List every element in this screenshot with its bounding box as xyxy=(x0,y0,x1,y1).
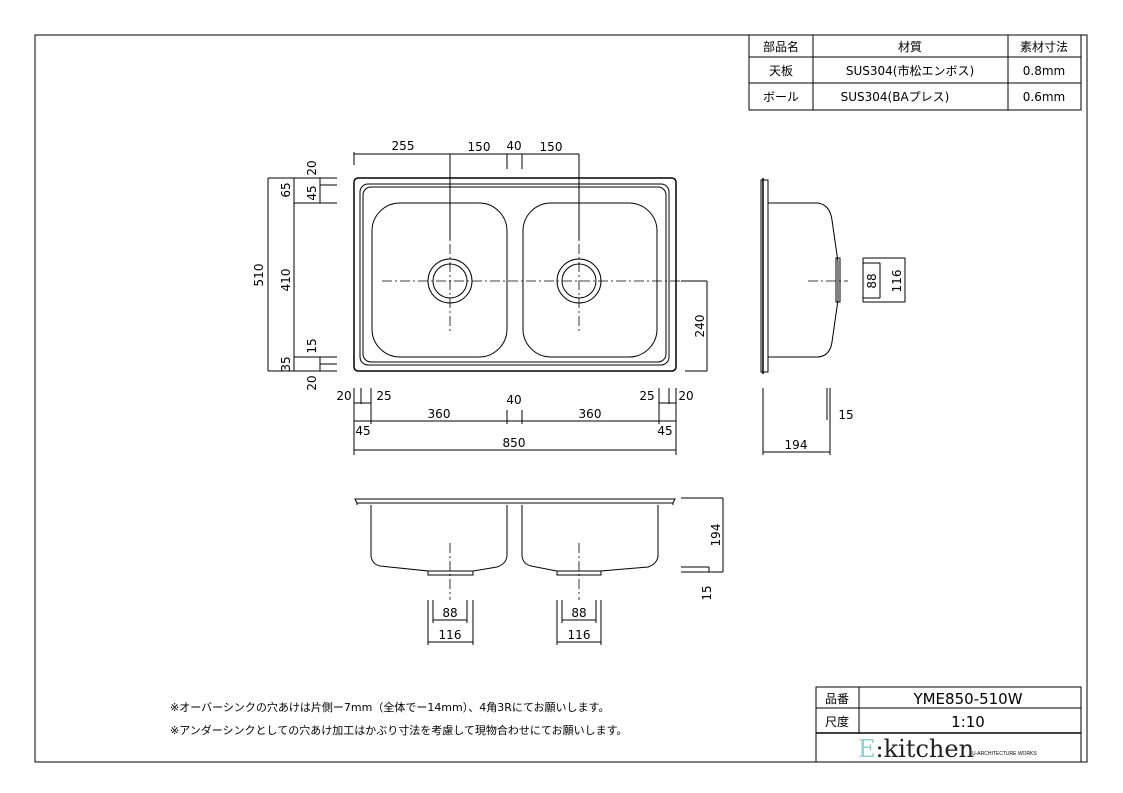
dim-45-br: 45 xyxy=(657,424,672,438)
scale-label: 尺度 xyxy=(825,714,849,729)
dim-360-left: 360 xyxy=(428,407,451,421)
dim-40-top: 40 xyxy=(506,139,521,153)
note-over-sink: ※オーバーシンクの穴あけは片側ー7mm（全体でー14mm）、4角3Rにてお願いし… xyxy=(170,700,609,714)
right-basin xyxy=(522,202,658,358)
front-dim-194: 194 xyxy=(709,524,723,547)
dim-150-right: 150 xyxy=(540,140,563,154)
dim-20-bottom: 20 xyxy=(305,375,319,390)
scale-value: 1:10 xyxy=(951,713,985,731)
row2-size: 0.6mm xyxy=(1023,90,1065,104)
front-dim-116-right: 116 xyxy=(568,628,591,642)
row1-size: 0.8mm xyxy=(1023,64,1065,78)
dim-240: 240 xyxy=(693,315,707,338)
side-dim-15: 15 xyxy=(838,408,853,422)
row1-part: 天板 xyxy=(769,64,793,78)
sheet-border xyxy=(34,34,1088,763)
dim-45-bl: 45 xyxy=(355,424,370,438)
dim-360-right: 360 xyxy=(579,407,602,421)
front-dim-15: 15 xyxy=(700,585,714,600)
dim-255: 255 xyxy=(392,139,415,153)
dim-20-top: 20 xyxy=(305,160,319,175)
dim-850: 850 xyxy=(503,436,526,450)
dim-150-left: 150 xyxy=(468,140,491,154)
header-part-name: 部品名 xyxy=(763,39,799,54)
note-under-sink: ※アンダーシンクとしての穴あけ加工はかぶり寸法を考慮して現物合わせにてお願いしま… xyxy=(170,723,627,737)
dim-15-left: 15 xyxy=(305,338,319,353)
front-dim-116-left: 116 xyxy=(439,628,462,642)
dim-65: 65 xyxy=(279,182,293,197)
title-block: 品番 YME850-510W 尺度 1:10 E:kitchen U-ARCHI… xyxy=(815,686,1082,763)
model-label: 品番 xyxy=(825,692,849,706)
left-basin xyxy=(371,202,508,358)
dim-40-bottom: 40 xyxy=(506,393,521,407)
dim-410: 410 xyxy=(279,269,293,292)
ekitchen-logo: E:kitchen xyxy=(858,735,974,763)
row2-material: SUS304(BAプレス) xyxy=(841,90,950,104)
dim-510: 510 xyxy=(252,264,266,287)
dim-25-br: 25 xyxy=(639,389,654,403)
side-view: 88 116 15 194 xyxy=(760,178,906,455)
header-material: 材質 xyxy=(898,39,922,54)
row1-material: SUS304(市松エンボス) xyxy=(846,63,974,78)
dim-20-bl: 20 xyxy=(336,389,351,403)
front-view: 194 15 88 116 88 116 xyxy=(354,497,724,645)
side-dim-88: 88 xyxy=(865,273,879,288)
side-dim-194: 194 xyxy=(785,438,808,452)
logo-subtitle: U-ARCHITECTURE WORKS xyxy=(972,751,1037,757)
top-view: 255 150 40 150 510 65 410 35 20 45 15 20… xyxy=(252,139,708,455)
side-dim-116: 116 xyxy=(890,270,904,293)
front-dim-88-left: 88 xyxy=(442,606,457,620)
model-number: YME850-510W xyxy=(912,690,1022,708)
dim-35: 35 xyxy=(279,356,293,371)
dim-45-left: 45 xyxy=(305,185,319,200)
parts-table: 部品名 材質 素材寸法 天板 SUS304(市松エンボス) 0.8mm ボール … xyxy=(748,34,1082,111)
dim-20-br: 20 xyxy=(678,389,693,403)
front-dim-88-right: 88 xyxy=(571,606,586,620)
dim-25-bl: 25 xyxy=(376,389,391,403)
row2-part: ボール xyxy=(763,90,799,104)
header-size: 素材寸法 xyxy=(1020,40,1068,54)
